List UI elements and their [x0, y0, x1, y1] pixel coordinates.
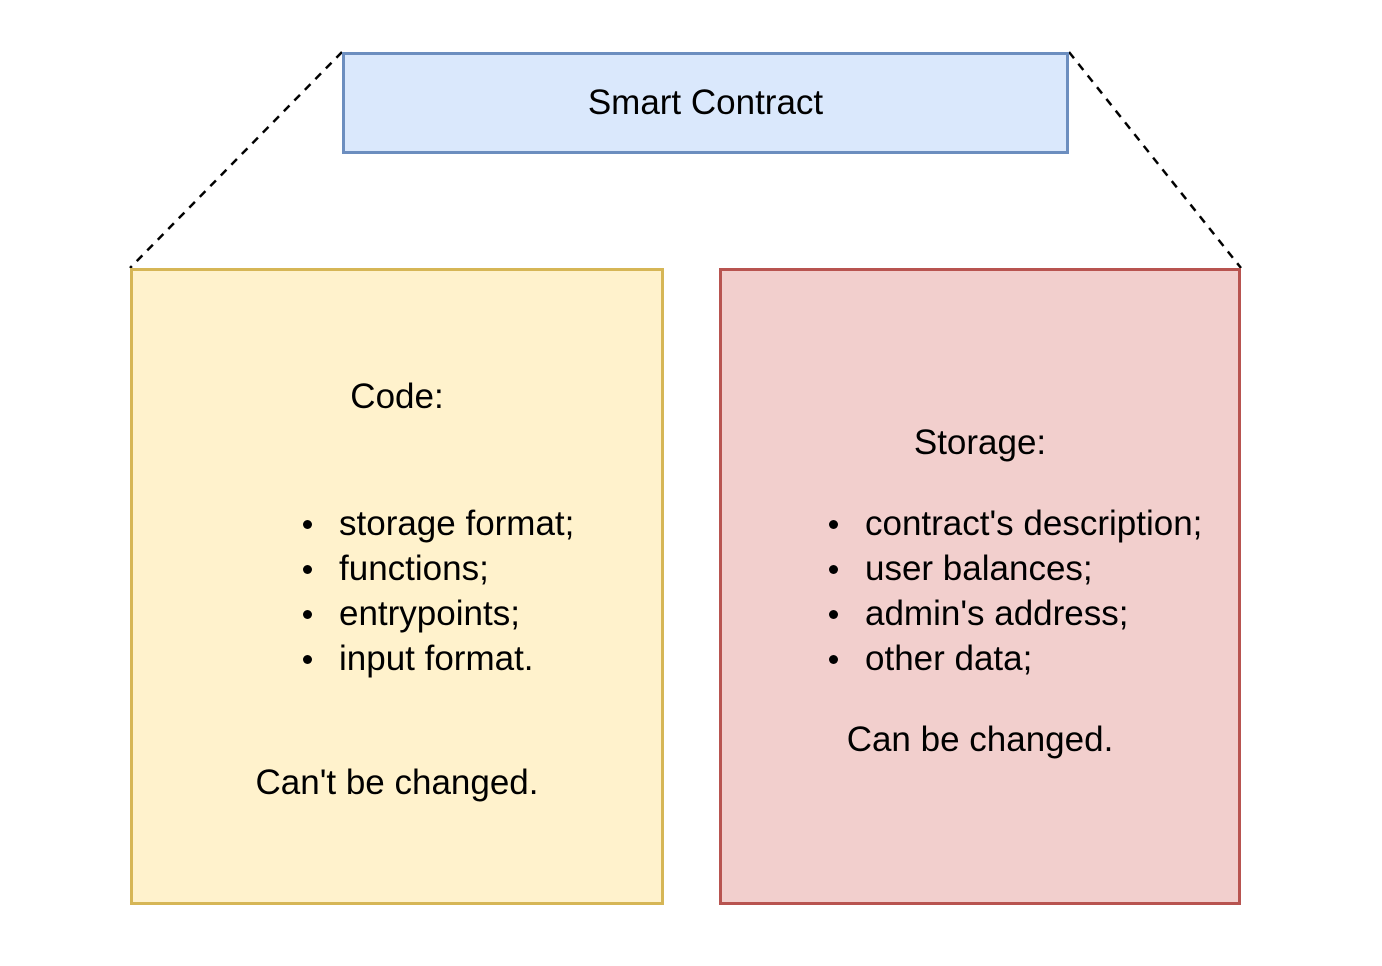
code-list: storage format; functions; entrypoints; …: [303, 501, 574, 681]
bullet-icon: [829, 610, 838, 619]
list-item: entrypoints;: [303, 591, 574, 636]
list-item-text: admin's address;: [865, 594, 1129, 633]
smart-contract-box: Smart Contract: [342, 52, 1069, 154]
bullet-icon: [303, 610, 312, 619]
code-box: Code: storage format; functions; entrypo…: [130, 268, 664, 905]
list-item-text: contract's description;: [865, 504, 1203, 543]
left-dashed-connector: [129, 51, 343, 269]
code-heading: Code:: [350, 377, 444, 416]
bullet-icon: [303, 655, 312, 664]
list-item-text: input format.: [339, 639, 534, 678]
storage-heading: Storage:: [913, 423, 1047, 462]
list-item: functions;: [303, 546, 574, 591]
storage-list: contract's description; user balances; a…: [829, 501, 1202, 681]
list-item: user balances;: [829, 546, 1202, 591]
list-item-text: storage format;: [339, 504, 575, 543]
right-dashed-connector: [1068, 51, 1242, 269]
bullet-icon: [829, 520, 838, 529]
list-item: admin's address;: [829, 591, 1202, 636]
list-item-text: entrypoints;: [339, 594, 520, 633]
storage-footer: Can be changed.: [846, 720, 1114, 759]
smart-contract-title: Smart Contract: [587, 83, 824, 122]
list-item-text: other data;: [865, 639, 1033, 678]
bullet-icon: [829, 565, 838, 574]
code-footer: Can't be changed.: [255, 763, 539, 802]
bullet-icon: [829, 655, 838, 664]
storage-box: Storage: contract's description; user ba…: [719, 268, 1241, 905]
bullet-icon: [303, 565, 312, 574]
list-item-text: user balances;: [865, 549, 1093, 588]
bullet-icon: [303, 520, 312, 529]
list-item: input format.: [303, 636, 574, 681]
list-item: other data;: [829, 636, 1202, 681]
list-item: storage format;: [303, 501, 574, 546]
list-item-text: functions;: [339, 549, 489, 588]
list-item: contract's description;: [829, 501, 1202, 546]
